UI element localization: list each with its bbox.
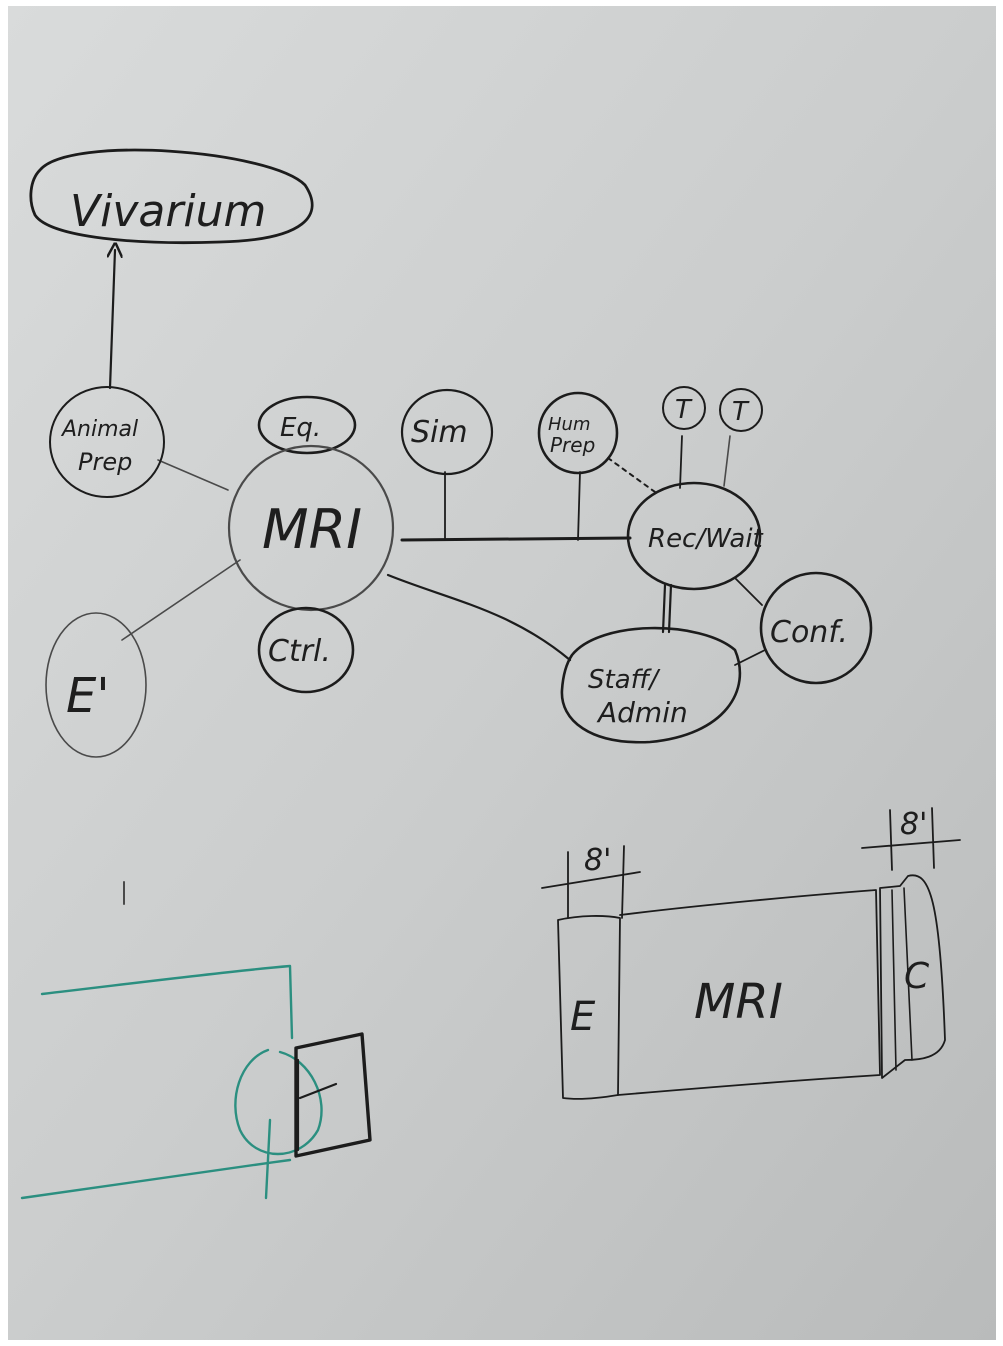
dim-left-line [541,845,641,919]
e-label: E' [66,668,110,724]
sim-node [400,388,494,476]
animal-prep-label-2: Prep [78,448,132,476]
staff-admin-label-2: Admin [596,696,688,729]
vivarium-outline [29,148,314,245]
mri-node [227,444,395,612]
teal-sketch [20,964,372,1200]
right-bay-inner [891,887,913,1071]
eq-label: Eq. [280,413,321,443]
t2-label: T [732,397,750,427]
line-t1 [679,435,683,489]
dim-left-label: 8' [584,843,611,878]
black-square [294,1032,372,1158]
dim-right-line [861,807,961,871]
t1-label: T [675,395,693,425]
right-bay-label: C [904,956,930,997]
right-bay [879,874,946,1079]
line-t2 [723,435,731,487]
board-surface [8,6,996,1340]
line-humprep [577,471,581,541]
line-recwait-conf [734,577,763,606]
ctrl-node [257,606,355,694]
e-node [45,612,147,758]
teal-top-line [40,964,294,1040]
t2-node [719,388,763,432]
conf-label: Conf. [770,615,848,650]
line-humprep-recwait-dashed [607,457,656,493]
center-label: MRI [694,974,783,1030]
sim-label: Sim [411,415,468,450]
line-mri-staff [386,573,572,662]
rec-wait-node [626,481,762,591]
animal-prep-node [49,386,165,498]
bottom-right-sketch: 8' 8' E MRI C [541,807,961,1100]
staff-admin-label-1: Staff/ [588,665,661,695]
teal-bottom-line [20,1158,292,1200]
line-recwait-staff [661,583,673,634]
left-bay-label: E [570,994,596,1040]
staff-admin-node [560,626,742,744]
t1-node [662,386,706,430]
mri-label: MRI [262,498,362,561]
line-e-mri [121,559,241,641]
hum-prep-node [537,391,619,475]
hum-prep-label-1: Hum [548,414,590,435]
conf-node [759,571,873,685]
ctrl-label: Ctrl. [268,634,331,669]
hum-prep-label-2: Prep [550,433,595,457]
dim-right-label: 8' [900,807,927,842]
arrow-to-vivarium [110,250,115,390]
eq-node [257,395,357,455]
teal-circle [234,1048,323,1156]
center-mri [617,889,881,1096]
line-mri-recwait [400,536,632,542]
black-inner [296,1058,338,1152]
vivarium-label: Vivarium [70,186,266,237]
top-diagram: Vivarium Animal Prep Eq. MRI Ctrl. E' Si… [29,148,873,758]
line-animalprep-mri [157,459,229,491]
rec-wait-label: Rec/Wait [648,524,764,554]
animal-prep-label-1: Animal [60,417,138,442]
teal-stem [264,1118,272,1200]
